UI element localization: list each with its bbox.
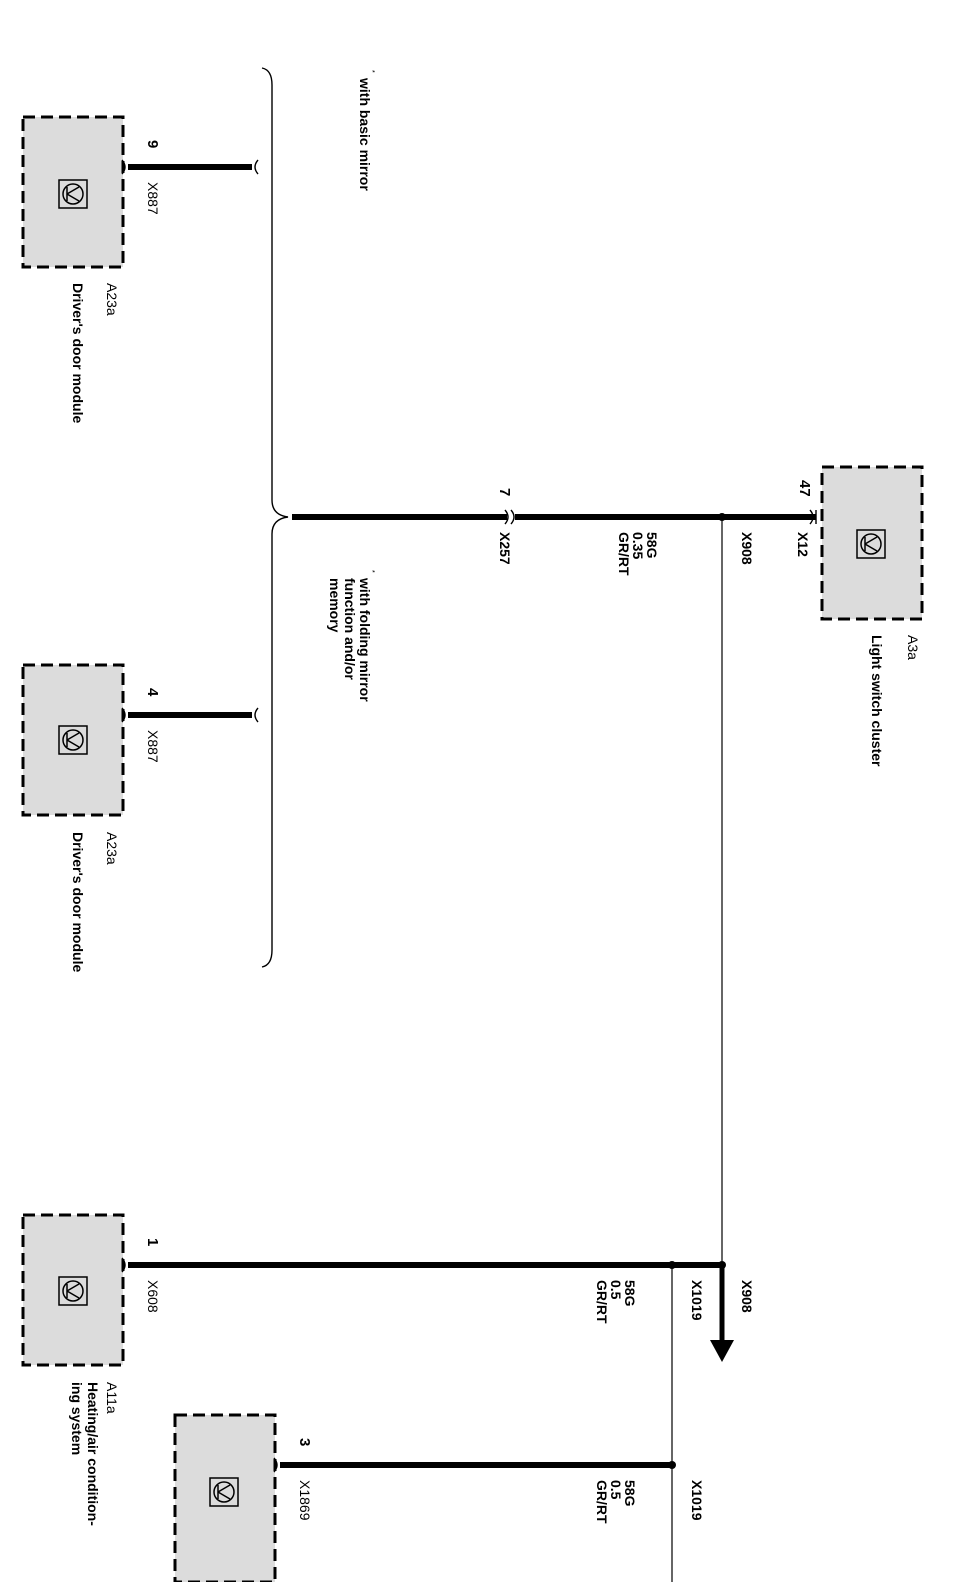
basic-mirror-marker: * (368, 70, 375, 73)
wire3-signal-label: 58G (622, 1480, 638, 1507)
module-x1869[interactable] (173, 1413, 277, 1584)
a23a-bottom-pin-label: 4 (144, 688, 161, 697)
a11a-pin-label: 1 (144, 1238, 161, 1246)
a11a-connector-label: X608 (145, 1280, 161, 1313)
x1019-b-label: X1019 (689, 1480, 705, 1521)
wire3-color-label: GR/RT (594, 1480, 610, 1524)
continuation-arrow-icon[interactable] (710, 1268, 734, 1362)
wire1-gauge-label: 0.35 (630, 532, 646, 559)
connector-sockets (121, 159, 817, 1473)
a23a-bottom-name-label: Driver's door module (70, 832, 86, 972)
variant-brace (261, 67, 289, 968)
splice-points (668, 513, 726, 1469)
wire2-signal-label: 58G (622, 1280, 638, 1307)
module-a23a-top[interactable] (21, 115, 125, 269)
control-unit-icon (58, 179, 88, 209)
folding-mirror-line3: memory (327, 578, 343, 633)
control-unit-icon (58, 725, 88, 755)
x257-pin-label: 7 (496, 488, 513, 496)
x1869-connector-label: X1869 (297, 1480, 313, 1521)
x1019-a-label: X1019 (689, 1280, 705, 1321)
a23a-bottom-id-label: A23a (104, 832, 120, 865)
a23a-top-id-label: A23a (104, 283, 120, 316)
a11a-name-line1: Heating/air condition- (85, 1382, 101, 1526)
a3a-connector-label: X12 (795, 532, 811, 557)
folding-mirror-line1: with folding mirror (357, 577, 373, 702)
folding-mirror-marker: * (368, 570, 375, 573)
x1869-pin-label: 3 (296, 1438, 313, 1446)
a23a-top-pin-label: 9 (144, 140, 161, 148)
wire1-signal-label: 58G (644, 532, 660, 559)
a11a-id-label: A11a (104, 1382, 120, 1414)
a3a-name-label: Light switch cluster (869, 635, 885, 767)
a11a-name-line2: ing system (69, 1382, 85, 1455)
control-unit-icon (209, 1477, 239, 1507)
module-a23a-bottom[interactable] (21, 663, 125, 817)
module-a11a[interactable] (21, 1213, 125, 1367)
wire3-gauge-label: 0.5 (608, 1480, 624, 1500)
wire2-color-label: GR/RT (594, 1280, 610, 1324)
a3a-pin-label: 47 (796, 480, 813, 497)
a23a-bottom-connector-label: X887 (145, 730, 161, 763)
x908-top-label: X908 (739, 532, 755, 565)
wire2-gauge-label: 0.5 (608, 1280, 624, 1300)
a3a-id-label: A3a (905, 635, 921, 660)
folding-mirror-line2: function and/or (342, 578, 358, 680)
a23a-top-name-label: Driver's door module (70, 283, 86, 423)
wire1-color-label: GR/RT (616, 532, 632, 576)
x908-bottom-label: X908 (739, 1280, 755, 1313)
module-a3a[interactable] (820, 465, 924, 621)
a23a-top-connector-label: X887 (145, 182, 161, 215)
control-unit-icon (856, 529, 886, 559)
basic-mirror-label: with basic mirror (357, 77, 373, 191)
x257-label: X257 (497, 532, 513, 565)
control-unit-icon (58, 1276, 88, 1306)
